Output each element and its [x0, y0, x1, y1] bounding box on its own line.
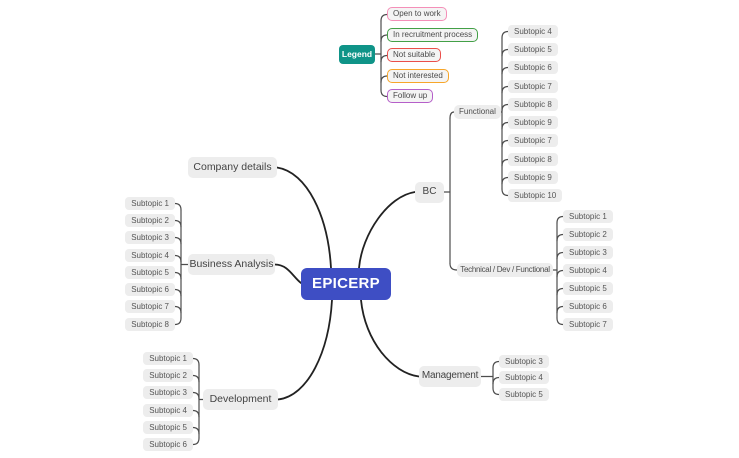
subtopic-node[interactable]: Subtopic 5: [499, 388, 549, 401]
management-bracket: [480, 360, 500, 396]
subtopic-node[interactable]: Subtopic 7: [125, 300, 175, 313]
bc-bracket: [443, 111, 458, 271]
subtopic-node[interactable]: Subtopic 10: [508, 189, 563, 202]
subtopic-node[interactable]: Subtopic 8: [508, 98, 558, 111]
topic-management[interactable]: Management: [419, 366, 481, 387]
subtopic-node[interactable]: Subtopic 5: [508, 43, 558, 56]
legend-bracket: [374, 13, 388, 98]
subtopic-node[interactable]: Subtopic 1: [563, 210, 613, 223]
root-branch-edges: [274, 166, 420, 401]
subtopic-node[interactable]: Subtopic 4: [125, 249, 175, 262]
topic-functional[interactable]: Functional: [454, 105, 501, 119]
edge-business-analysis: [274, 263, 302, 284]
edge-company-details: [276, 166, 332, 269]
business-analysis-bracket: [174, 202, 189, 326]
legend-item-not-suitable[interactable]: Not suitable: [387, 48, 442, 62]
subtopic-node[interactable]: Subtopic 4: [563, 264, 613, 277]
subtopic-node[interactable]: Subtopic 8: [125, 318, 175, 331]
subtopic-node[interactable]: Subtopic 7: [508, 80, 558, 93]
subtopic-node[interactable]: Subtopic 8: [508, 153, 558, 166]
subtopic-node[interactable]: Subtopic 6: [508, 61, 558, 74]
subtopic-node[interactable]: Subtopic 9: [508, 116, 558, 129]
subtopic-node[interactable]: Subtopic 7: [563, 318, 613, 331]
subtopic-node[interactable]: Subtopic 1: [125, 197, 175, 210]
subtopic-node[interactable]: Subtopic 4: [143, 404, 193, 417]
subtopic-node[interactable]: Subtopic 9: [508, 171, 558, 184]
development-bracket: [192, 357, 204, 446]
subtopic-node[interactable]: Subtopic 1: [143, 352, 193, 365]
legend-node[interactable]: Legend: [339, 45, 375, 64]
topic-technical-dev-functional[interactable]: Technical / Dev / Functional: [457, 263, 553, 277]
topic-company-details[interactable]: Company details: [188, 157, 277, 178]
subtopic-node[interactable]: Subtopic 5: [143, 421, 193, 434]
subtopic-node[interactable]: Subtopic 3: [563, 246, 613, 259]
subtopic-node[interactable]: Subtopic 7: [508, 134, 558, 147]
subtopic-node[interactable]: Subtopic 5: [563, 282, 613, 295]
subtopic-node[interactable]: Subtopic 2: [143, 369, 193, 382]
subtopic-node[interactable]: Subtopic 3: [125, 231, 175, 244]
topic-development[interactable]: Development: [203, 389, 278, 410]
topic-bc[interactable]: BC: [415, 182, 444, 203]
legend-item-follow-up[interactable]: Follow up: [387, 89, 434, 103]
subtopic-node[interactable]: Subtopic 3: [143, 386, 193, 399]
legend-item-open-to-work[interactable]: Open to work: [387, 7, 447, 21]
subtopic-node[interactable]: Subtopic 4: [499, 371, 549, 384]
subtopic-node[interactable]: Subtopic 6: [125, 283, 175, 296]
edge-bc: [358, 191, 416, 269]
central-topic-node[interactable]: EPICERP: [301, 268, 391, 300]
legend-item-in-recruitment[interactable]: In recruitment process: [387, 27, 479, 42]
edge-management: [360, 299, 420, 378]
subtopic-node[interactable]: Subtopic 2: [563, 228, 613, 241]
subtopic-node[interactable]: Subtopic 3: [499, 355, 549, 368]
edge-development: [277, 299, 333, 401]
subtopic-node[interactable]: Subtopic 6: [563, 300, 613, 313]
subtopic-node[interactable]: Subtopic 2: [125, 214, 175, 227]
subtopic-node[interactable]: Subtopic 5: [125, 266, 175, 279]
technical-bracket: [552, 215, 564, 326]
subtopic-node[interactable]: Subtopic 6: [143, 438, 193, 451]
topic-business-analysis[interactable]: Business Analysis: [188, 254, 275, 275]
subtopic-node[interactable]: Subtopic 4: [508, 25, 558, 38]
legend-item-not-interested[interactable]: Not interested: [387, 68, 449, 83]
